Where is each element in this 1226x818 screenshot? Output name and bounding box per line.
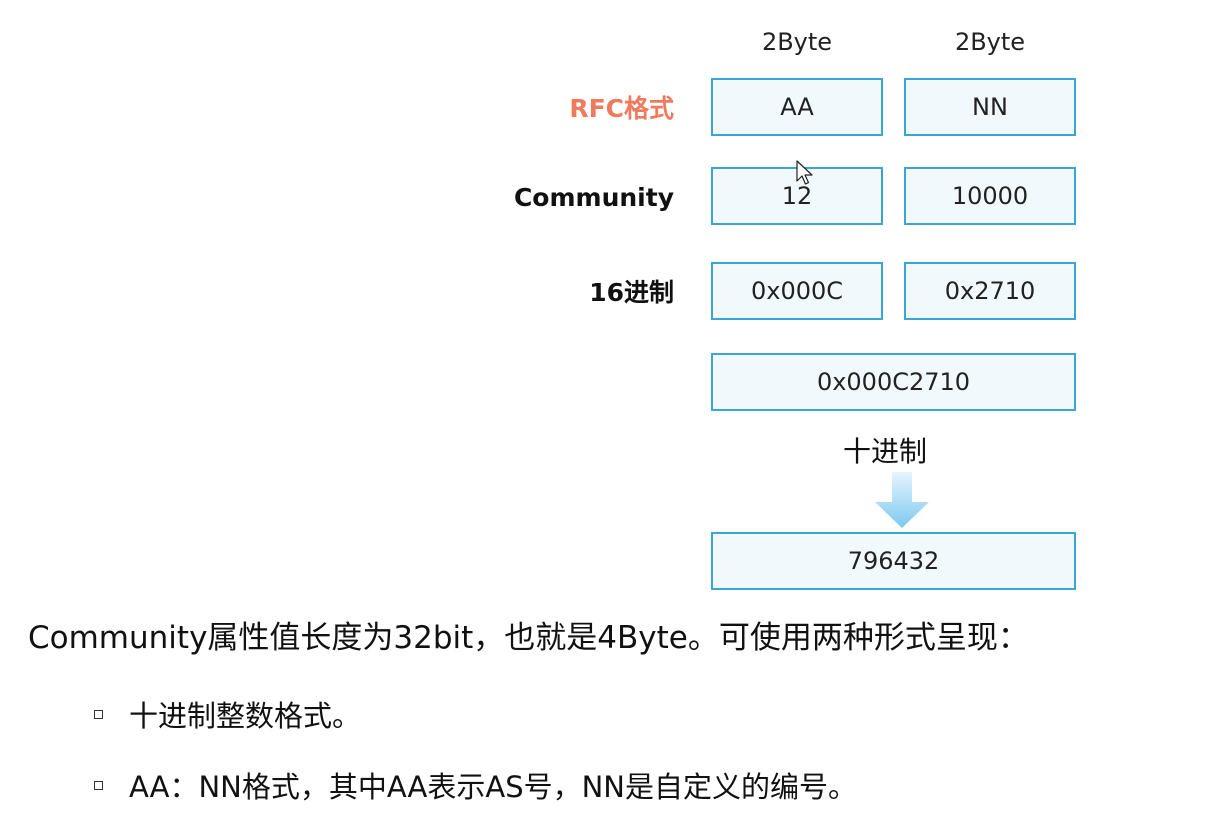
column-header-nn: 2Byte: [954, 28, 1026, 56]
square-bullet-icon: [94, 780, 103, 790]
list-item: 十进制整数格式。: [94, 693, 361, 735]
down-arrow-icon: [875, 472, 929, 528]
cell-hex-nn: 0x2710: [904, 262, 1076, 320]
bullet-text-decimal: 十进制整数格式。: [129, 699, 362, 733]
cell-community-nn: 10000: [904, 167, 1076, 225]
cell-rfc-nn: NN: [904, 78, 1076, 136]
column-header-aa: 2Byte: [761, 28, 833, 56]
cell-rfc-aa: AA: [711, 78, 883, 136]
cell-hex-aa: 0x000C: [711, 262, 883, 320]
conversion-label: 十进制: [843, 435, 928, 468]
row-label-rfc-format: RFC格式: [569, 94, 674, 123]
cell-decimal-result: 796432: [711, 532, 1076, 590]
cell-combined-hex: 0x000C2710: [711, 353, 1076, 411]
row-label-hex: 16进制: [589, 278, 674, 307]
description-text: Community属性值长度为32bit，也就是4Byte。可使用两种形式呈现：: [28, 620, 1029, 656]
bullet-text-aa-nn: AA：NN格式，其中AA表示AS号，NN是自定义的编号。: [129, 770, 857, 804]
square-bullet-icon: [94, 709, 103, 719]
list-item: AA：NN格式，其中AA表示AS号，NN是自定义的编号。: [94, 764, 857, 806]
mouse-cursor-icon: [796, 160, 813, 185]
row-label-community: Community: [513, 183, 674, 212]
